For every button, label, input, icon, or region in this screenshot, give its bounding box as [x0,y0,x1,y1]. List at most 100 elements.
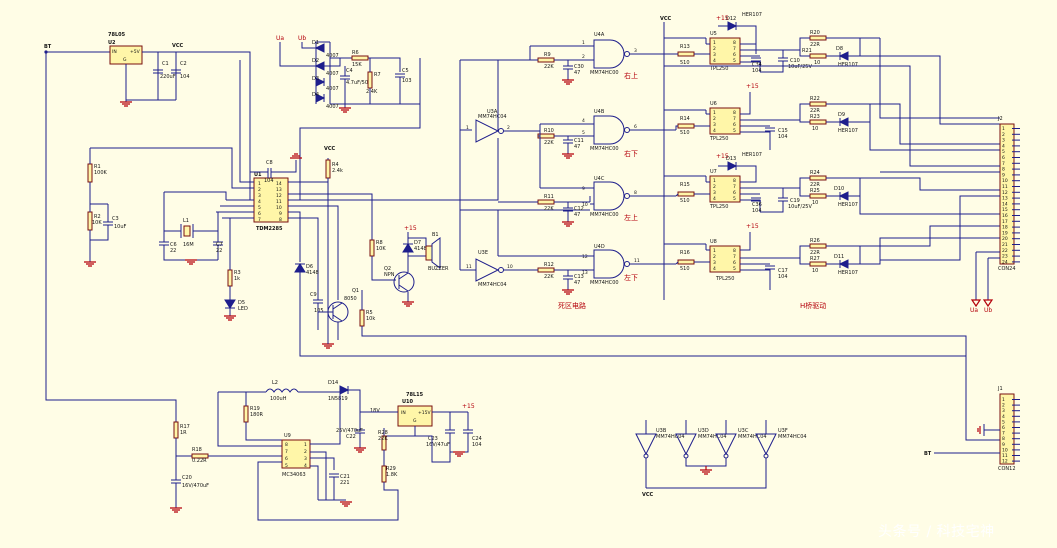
svg-text:5: 5 [733,196,736,202]
svg-text:BUZZER: BUZZER [428,266,449,272]
j2pins-pin: 5 [1002,149,1005,155]
svg-text:R8: R8 [376,240,383,246]
svg-text:TPL250: TPL250 [709,66,728,72]
svg-text:CON24: CON24 [998,266,1016,272]
svg-text:3: 3 [713,122,716,128]
svg-text:2.4K: 2.4K [366,89,378,95]
j2pins-pin: 2 [1002,132,1005,138]
svg-text:104: 104 [778,274,788,280]
svg-text:8: 8 [733,248,736,254]
svg-text:R14: R14 [680,116,690,122]
svg-text:R28: R28 [378,430,388,436]
svg-text:7: 7 [733,116,736,122]
j2pins-pin: 15 [1002,207,1008,213]
svg-text:47: 47 [574,144,580,150]
svg-text:4007: 4007 [326,53,339,59]
svg-text:Ua: Ua [276,35,284,42]
svg-text:510: 510 [680,130,690,136]
svg-text:6: 6 [258,211,261,217]
svg-text:510: 510 [680,60,690,66]
svg-text:13: 13 [276,187,282,193]
r4-resistor: R42.4k [325,159,343,179]
svg-text:7: 7 [285,449,288,455]
j1-connector: J1 CON12 [997,386,1016,472]
svg-text:104: 104 [264,178,274,184]
svg-text:R4: R4 [332,162,339,168]
svg-text:1: 1 [713,110,716,116]
svg-text:U10: U10 [402,399,414,405]
vcc-net-label-4: VCC [642,492,654,498]
j2pins-pin: 21 [1002,242,1008,248]
svg-text:8: 8 [733,178,736,184]
svg-text:U4C: U4C [594,176,605,182]
svg-text:47: 47 [574,212,580,218]
p15-label-d13: +15 [716,153,729,160]
svg-text:U3D: U3D [698,428,709,434]
svg-text:0.22R: 0.22R [192,458,207,464]
svg-text:MM74HC04: MM74HC04 [778,434,807,440]
svg-text:D4: D4 [312,92,319,98]
svg-text:D5: D5 [238,300,245,306]
svg-text:R17: R17 [180,424,190,430]
svg-text:C3: C3 [112,216,119,222]
bt-net-label: BT [44,44,52,50]
svg-text:1: 1 [713,40,716,46]
svg-text:IN: IN [401,410,406,416]
svg-text:C17: C17 [778,268,788,274]
svg-text:10uF/25V: 10uF/25V [788,204,812,210]
svg-text:BT: BT [44,44,52,50]
svg-text:C19: C19 [790,198,800,204]
j1pins-pin: 12 [1002,459,1008,465]
p15-net-label: +15 [404,225,417,232]
svg-text:10k: 10k [366,316,375,322]
svg-text:+5V: +5V [130,49,141,55]
svg-text:MM74HC00: MM74HC00 [590,146,619,152]
svg-text:4.7uF/50V: 4.7uF/50V [346,80,372,86]
svg-text:死区电路: 死区电路 [558,301,586,310]
svg-text:+15: +15 [716,15,729,22]
svg-text:2.4k: 2.4k [332,168,343,174]
svg-text:180R: 180R [250,412,264,418]
svg-text:D9: D9 [838,112,845,118]
svg-text:C34: C34 [752,62,762,68]
svg-text:8050: 8050 [344,296,357,302]
svg-text:D7: D7 [414,240,421,246]
svg-text:100uH: 100uH [270,396,287,402]
p15-label-u10: +15 [462,403,475,410]
svg-text:+15: +15 [404,225,417,232]
svg-text:13: 13 [582,270,588,276]
svg-text:TDM2285: TDM2285 [256,226,283,232]
svg-text:HER107: HER107 [742,12,762,18]
svg-text:220uF: 220uF [160,74,176,80]
svg-text:9: 9 [582,186,585,192]
svg-text:R11: R11 [544,194,554,200]
svg-text:10: 10 [812,268,818,274]
svg-text:4: 4 [582,118,585,124]
svg-text:U3E: U3E [478,250,488,256]
svg-text:CON12: CON12 [998,466,1016,472]
svg-text:U9: U9 [284,433,291,439]
svg-text:4: 4 [713,196,716,202]
j2pins-pin: 10 [1002,178,1008,184]
svg-text:1R: 1R [180,430,187,436]
svg-text:左上: 左上 [624,213,638,222]
